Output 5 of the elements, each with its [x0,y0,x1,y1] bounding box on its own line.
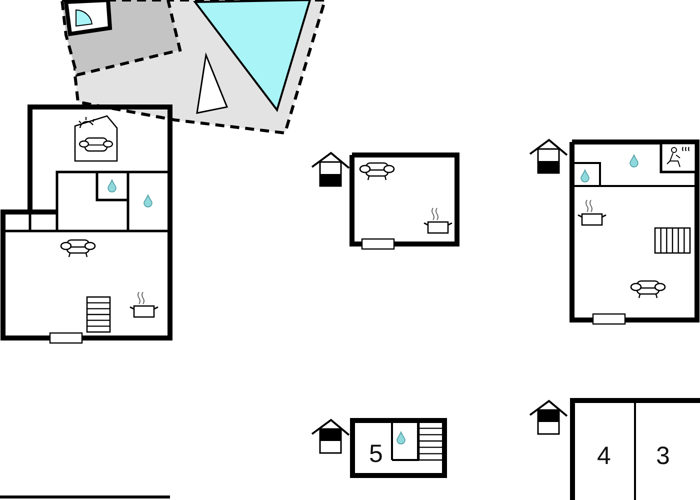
room-number: 4 [597,442,611,470]
room-outline [350,418,447,478]
room-outline [570,398,636,500]
room-number: 5 [369,440,383,468]
room-number: 3 [656,442,670,470]
